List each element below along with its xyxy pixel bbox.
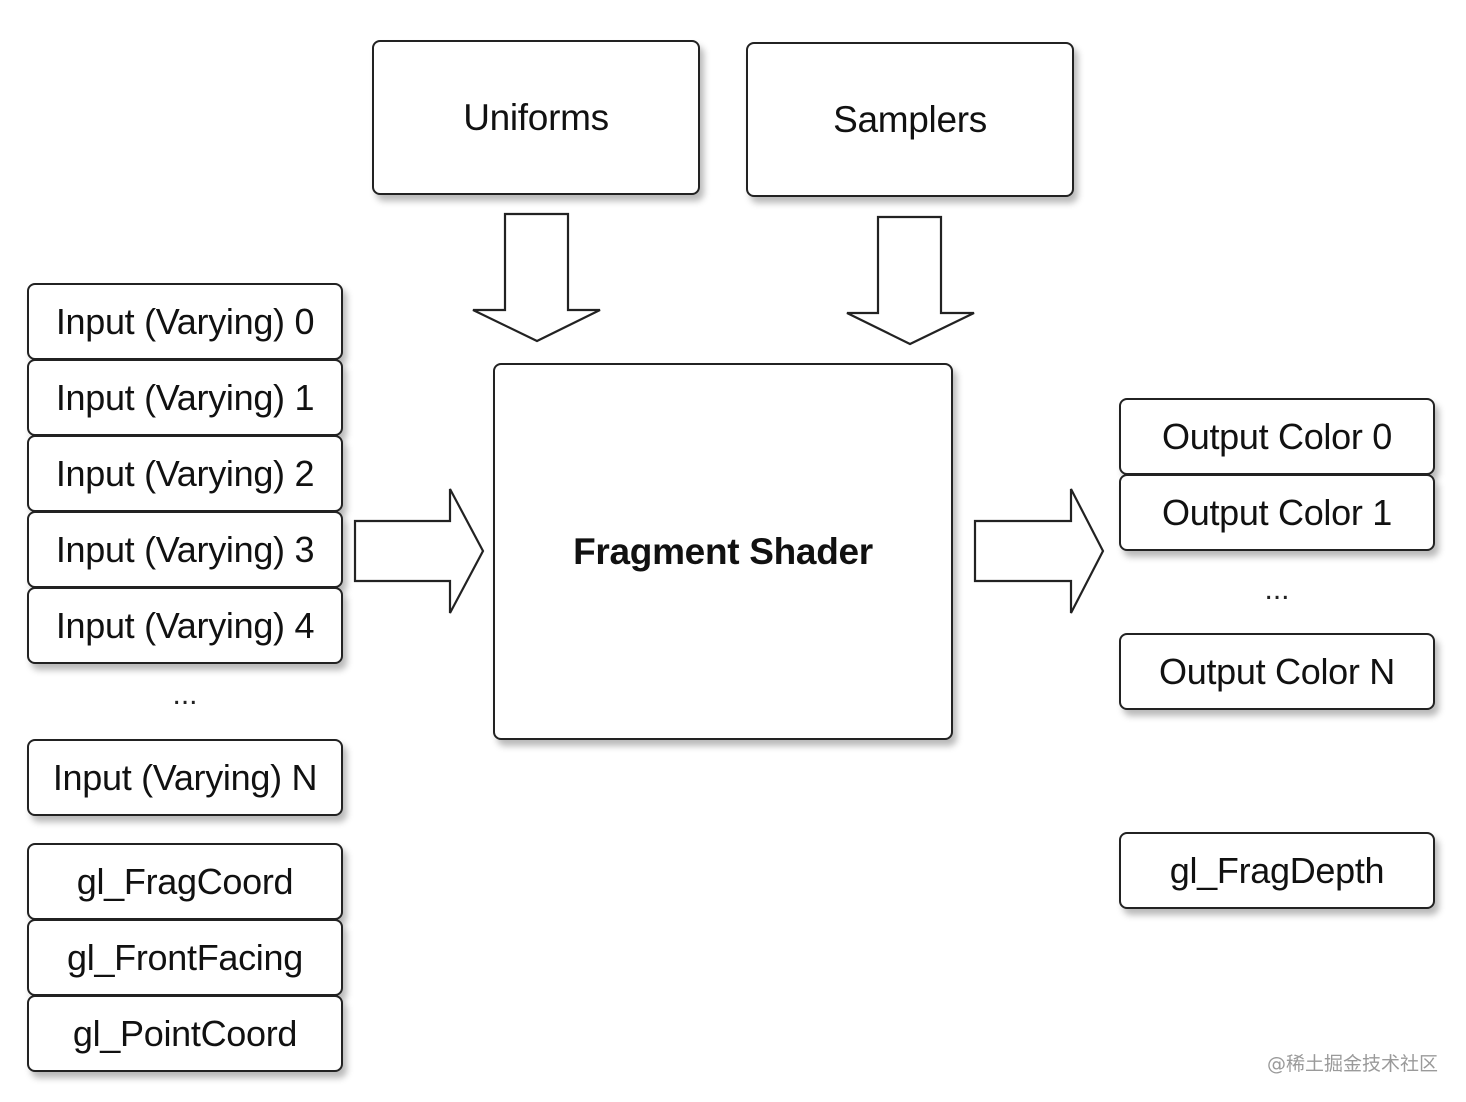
input-varying-3: Input (Varying) 3 <box>27 511 343 588</box>
gl-fragdepth-box: gl_FragDepth <box>1119 832 1435 909</box>
output-color-0-label: Output Color 0 <box>1162 415 1392 457</box>
input-varying-n: Input (Varying) N <box>27 739 343 816</box>
uniforms-down-arrow <box>472 212 601 343</box>
gl-pointcoord-box: gl_PointCoord <box>27 995 343 1072</box>
outputs-right-arrow <box>973 488 1105 614</box>
input-varying-0-label: Input (Varying) 0 <box>55 300 315 342</box>
watermark: @稀土掘金技术社区 <box>1266 1053 1438 1075</box>
input-varying-0: Input (Varying) 0 <box>27 283 343 360</box>
uniforms-box: Uniforms <box>372 40 700 195</box>
gl-frontfacing-label: gl_FrontFacing <box>67 936 303 978</box>
input-varying-3-label: Input (Varying) 3 <box>55 528 315 570</box>
gl-fragdepth-label: gl_FragDepth <box>1169 849 1385 891</box>
input-ellipsis: ... <box>172 678 198 711</box>
input-varying-2: Input (Varying) 2 <box>27 435 343 512</box>
output-ellipsis: ... <box>1264 573 1290 606</box>
fragment-shader-label: Fragment Shader <box>573 530 873 572</box>
gl-fragcoord-box: gl_FragCoord <box>27 843 343 920</box>
uniforms-label: Uniforms <box>463 96 609 138</box>
output-color-1: Output Color 1 <box>1119 474 1435 551</box>
output-color-n: Output Color N <box>1119 633 1435 710</box>
input-varying-1-label: Input (Varying) 1 <box>55 376 315 418</box>
output-color-1-label: Output Color 1 <box>1162 491 1392 533</box>
samplers-box: Samplers <box>746 42 1074 197</box>
inputs-right-arrow <box>353 488 485 614</box>
gl-fragcoord-label: gl_FragCoord <box>76 860 294 902</box>
output-color-n-label: Output Color N <box>1159 650 1395 692</box>
input-varying-1: Input (Varying) 1 <box>27 359 343 436</box>
gl-frontfacing-box: gl_FrontFacing <box>27 919 343 996</box>
input-varying-4: Input (Varying) 4 <box>27 587 343 664</box>
input-varying-4-label: Input (Varying) 4 <box>55 604 315 646</box>
gl-pointcoord-label: gl_PointCoord <box>72 1012 298 1054</box>
input-varying-n-label: Input (Varying) N <box>52 756 318 798</box>
fragment-shader-box: Fragment Shader <box>493 363 953 740</box>
samplers-label: Samplers <box>833 98 987 140</box>
samplers-down-arrow <box>846 215 975 346</box>
input-varying-2-label: Input (Varying) 2 <box>55 452 315 494</box>
